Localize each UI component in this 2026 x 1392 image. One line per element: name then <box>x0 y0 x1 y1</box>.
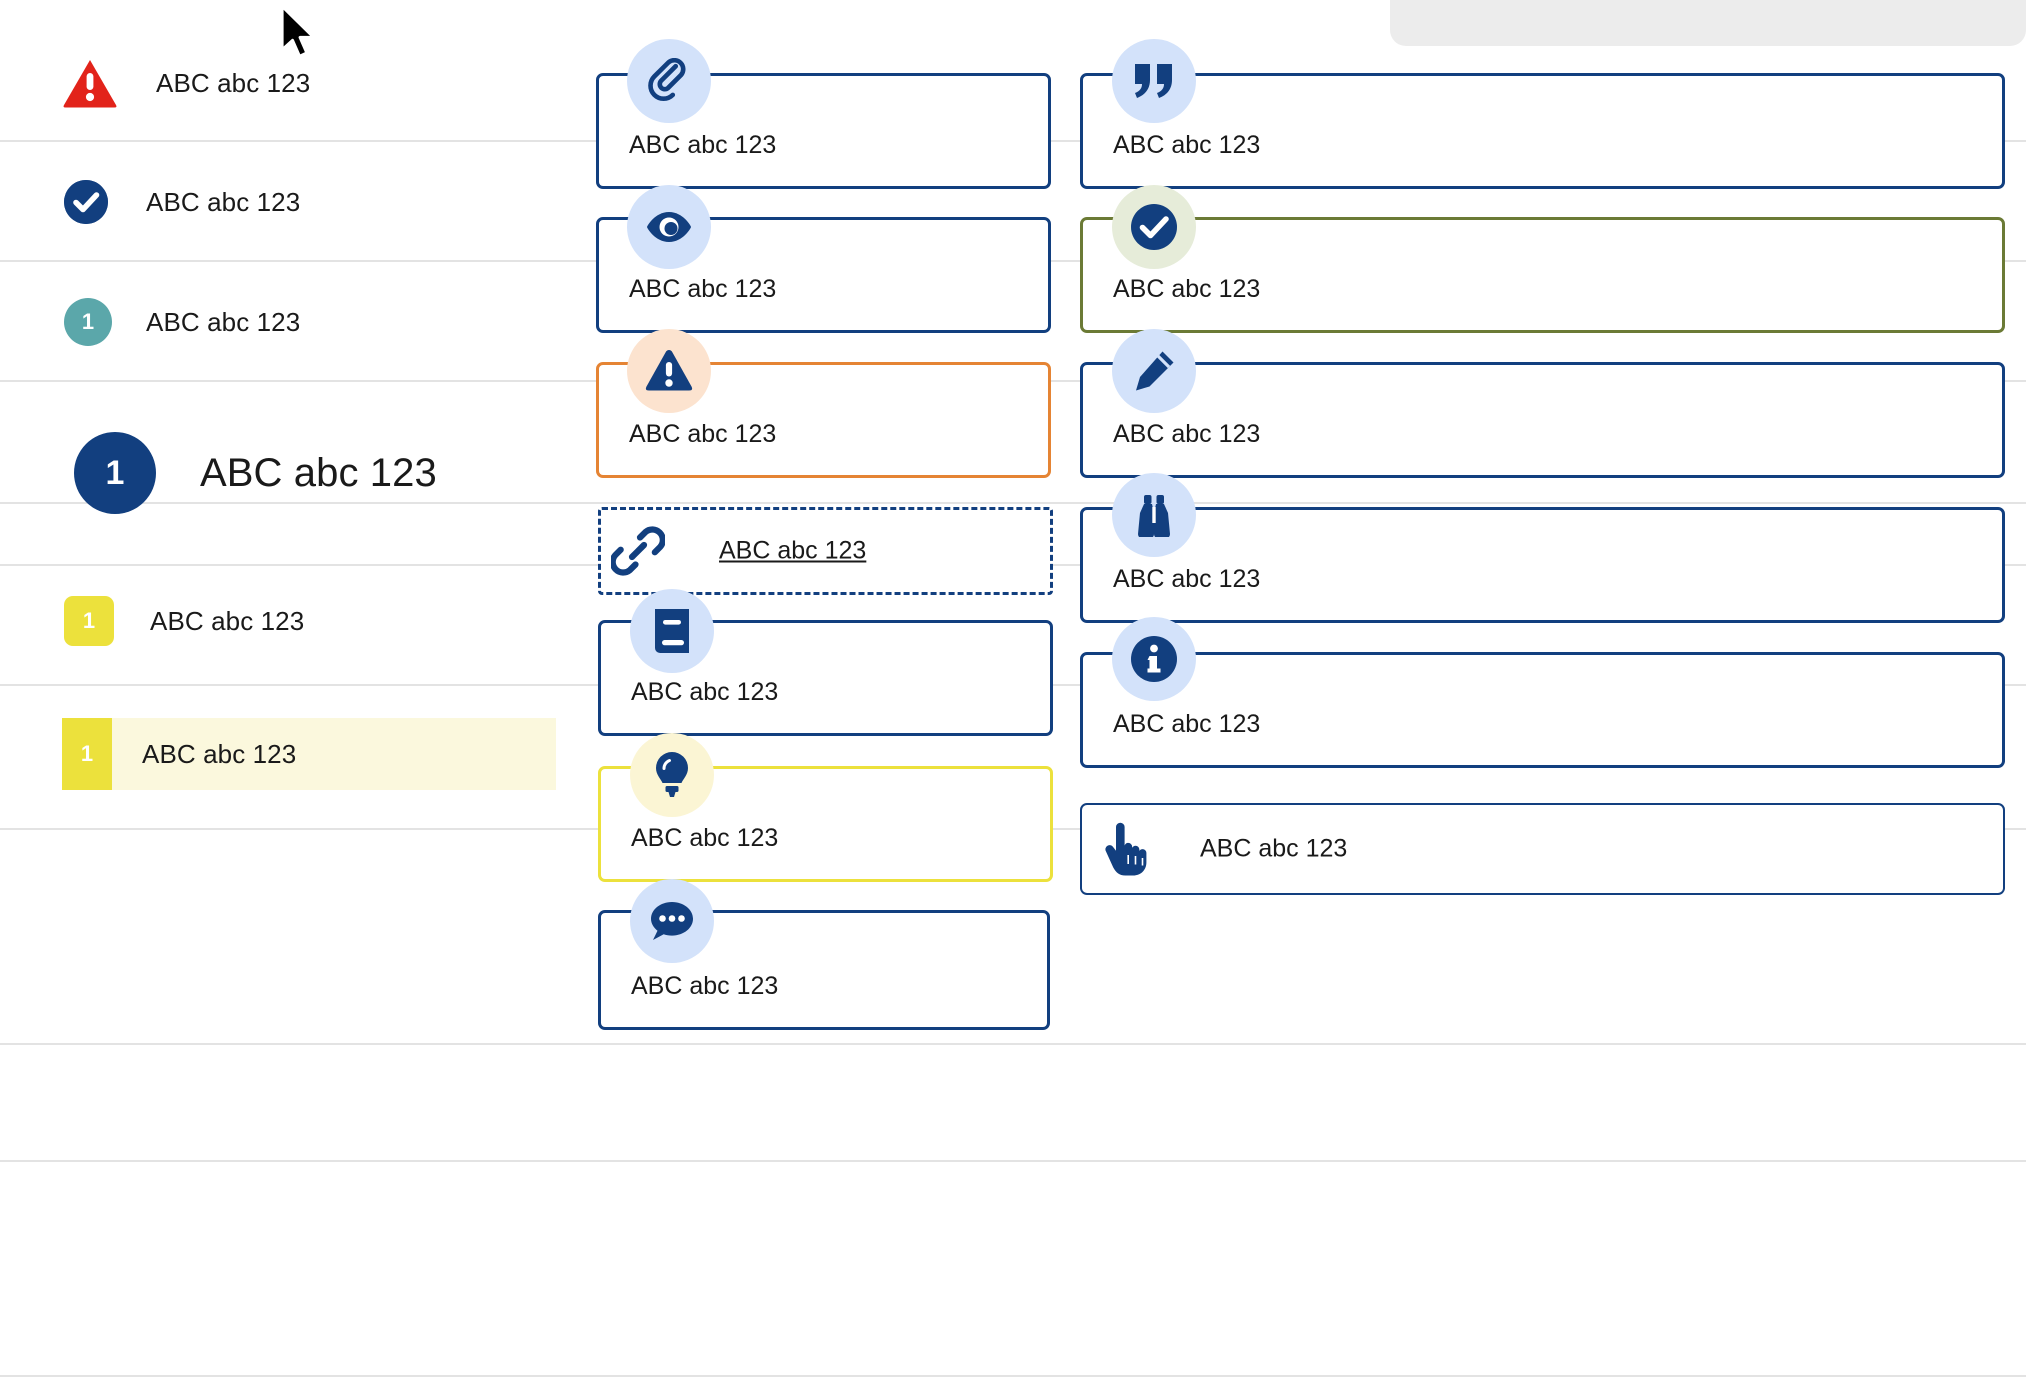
warning-triangle-icon <box>62 58 118 108</box>
card-label: ABC abc 123 <box>1113 565 1261 593</box>
card-info[interactable]: ABC abc 123 <box>1080 652 2005 768</box>
list-item-label: ABC abc 123 <box>142 738 297 769</box>
book-icon <box>630 589 714 673</box>
list-item-label: ABC abc 123 <box>146 306 301 337</box>
list-item[interactable]: 1 ABC abc 123 <box>74 432 437 514</box>
warning-triangle-icon <box>627 329 711 413</box>
card-quote[interactable]: ABC abc 123 <box>1080 73 2005 189</box>
number-badge-icon: 1 <box>74 432 156 514</box>
card-label: ABC abc 123 <box>629 131 777 159</box>
list-item-label: ABC abc 123 <box>146 186 301 217</box>
list-item[interactable]: ABC abc 123 <box>64 180 300 224</box>
check-circle-icon <box>64 180 108 224</box>
binoculars-icon <box>1112 473 1196 557</box>
card-label: ABC abc 123 <box>1113 420 1261 448</box>
card-label: ABC abc 123 <box>631 972 779 1000</box>
info-circle-icon <box>1112 617 1196 701</box>
quote-icon <box>1112 39 1196 123</box>
card-success[interactable]: ABC abc 123 <box>1080 217 2005 333</box>
card-action[interactable]: ABC abc 123 <box>1080 803 2005 895</box>
card-label: ABC abc 123 <box>629 275 777 303</box>
badge-number: 1 <box>105 453 125 492</box>
check-circle-icon <box>1112 185 1196 269</box>
top-panel-background <box>1390 0 2026 46</box>
separator-rule <box>0 502 2026 504</box>
list-item-label: ABC abc 123 <box>200 450 437 495</box>
list-item[interactable]: ABC abc 123 <box>62 58 310 108</box>
number-badge-icon: 1 <box>64 596 114 646</box>
card-link-label[interactable]: ABC abc 123 <box>719 536 867 565</box>
pointing-hand-icon <box>1098 820 1154 878</box>
list-item-label: ABC abc 123 <box>156 67 311 98</box>
list-item[interactable]: 1 ABC abc 123 <box>64 596 304 646</box>
number-badge-icon: 1 <box>62 718 112 790</box>
card-label: ABC abc 123 <box>629 420 777 448</box>
card-explore[interactable]: ABC abc 123 <box>1080 507 2005 623</box>
chat-bubble-icon <box>630 879 714 963</box>
card-label: ABC abc 123 <box>1113 131 1261 159</box>
eye-icon <box>627 185 711 269</box>
link-icon <box>610 525 666 577</box>
left-list: ABC abc 123 ABC abc 123 1 ABC abc 123 1 <box>0 0 760 1392</box>
card-link[interactable]: ABC abc 123 <box>598 507 1053 595</box>
card-edit[interactable]: ABC abc 123 <box>1080 362 2005 478</box>
badge-number: 1 <box>80 741 94 766</box>
card-attachment[interactable]: ABC abc 123 <box>596 73 1051 189</box>
paperclip-icon <box>627 39 711 123</box>
list-item-highlighted[interactable]: 1 ABC abc 123 <box>62 718 556 790</box>
list-item[interactable]: 1 ABC abc 123 <box>64 298 300 346</box>
card-label: ABC abc 123 <box>1200 834 1348 863</box>
card-label: ABC abc 123 <box>631 824 779 852</box>
separator-rule <box>0 1375 2026 1377</box>
separator-rule <box>0 1043 2026 1045</box>
badge-number: 1 <box>81 309 95 334</box>
list-item-label: ABC abc 123 <box>150 605 305 636</box>
mouse-pointer-cursor <box>278 4 322 64</box>
lightbulb-icon <box>630 733 714 817</box>
card-label: ABC abc 123 <box>1113 275 1261 303</box>
card-label: ABC abc 123 <box>631 678 779 706</box>
pencil-icon <box>1112 329 1196 413</box>
card-label: ABC abc 123 <box>1113 710 1261 738</box>
number-badge-icon: 1 <box>64 298 112 346</box>
separator-rule <box>0 1160 2026 1162</box>
badge-number: 1 <box>82 608 96 633</box>
